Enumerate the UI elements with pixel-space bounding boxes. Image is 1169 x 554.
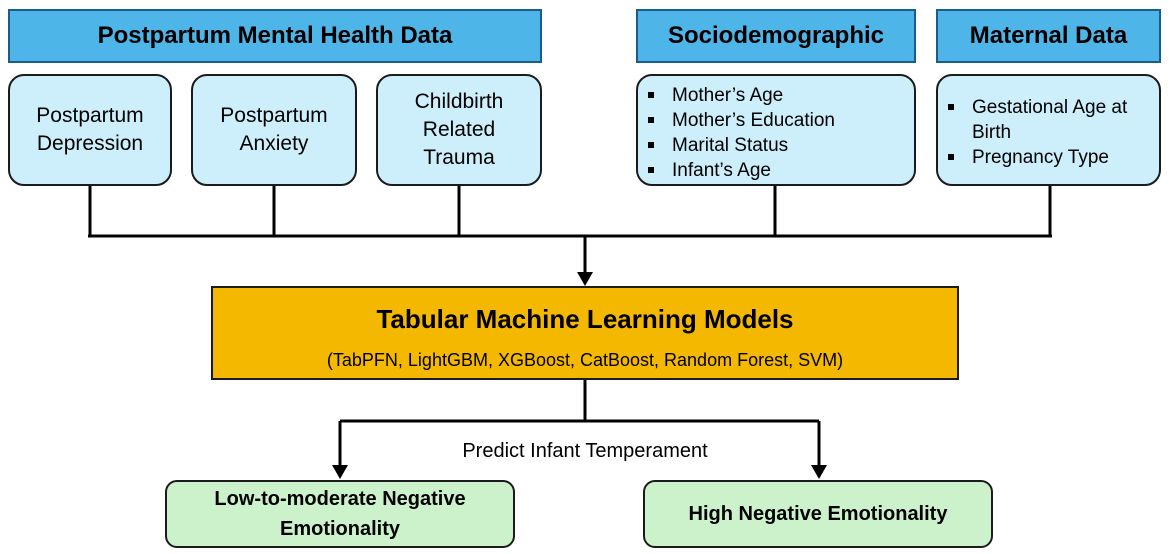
list-item: Marital Status	[638, 133, 914, 158]
header-mental-health: Postpartum Mental Health Data	[8, 9, 542, 63]
outcome-low-line-2: Emotionality	[279, 518, 400, 540]
depression-line-2: Depression	[36, 132, 144, 155]
header-maternal: Maternal Data	[936, 9, 1161, 63]
trauma-line-3: Trauma	[423, 146, 495, 169]
box-postpartum-anxiety: Postpartum Anxiety	[191, 74, 357, 186]
outcome-high: High Negative Emotionality	[643, 480, 993, 548]
model-box: Tabular Machine Learning Models (TabPFN,…	[211, 286, 959, 380]
list-item: Mother’s Age	[638, 83, 914, 108]
arrowhead-model	[577, 272, 593, 286]
model-subtitle: (TabPFN, LightGBM, XGBoost, CatBoost, Ra…	[326, 350, 844, 370]
trauma-line-2: Related	[422, 118, 496, 141]
outcome-low-moderate: Low-to-moderate Negative Emotionality	[165, 480, 515, 548]
box-sociodemographic: Mother’s Age Mother’s Education Marital …	[636, 74, 916, 186]
trauma-line-1: Childbirth	[414, 90, 504, 113]
outcome-low-line-1: Low-to-moderate Negative	[214, 488, 466, 510]
box-maternal: Gestational Age at Birth Pregnancy Type	[936, 74, 1161, 186]
depression-line-1: Postpartum	[36, 104, 144, 127]
list-item: Infant’s Age	[638, 158, 914, 183]
box-childbirth-trauma: Childbirth Related Trauma	[376, 74, 542, 186]
list-item: Mother’s Education	[638, 108, 914, 133]
anxiety-line-2: Anxiety	[239, 132, 309, 155]
arrowhead-high	[811, 465, 827, 479]
arrowhead-low	[332, 465, 348, 479]
list-item: Gestational Age at Birth	[938, 95, 1151, 145]
prediction-label: Predict Infant Temperament	[462, 440, 708, 462]
header-sociodemographic: Sociodemographic	[636, 9, 916, 63]
list-item: Pregnancy Type	[938, 145, 1151, 170]
anxiety-line-1: Postpartum	[220, 104, 328, 127]
box-postpartum-depression: Postpartum Depression	[8, 74, 172, 186]
model-title: Tabular Machine Learning Models	[376, 304, 794, 334]
